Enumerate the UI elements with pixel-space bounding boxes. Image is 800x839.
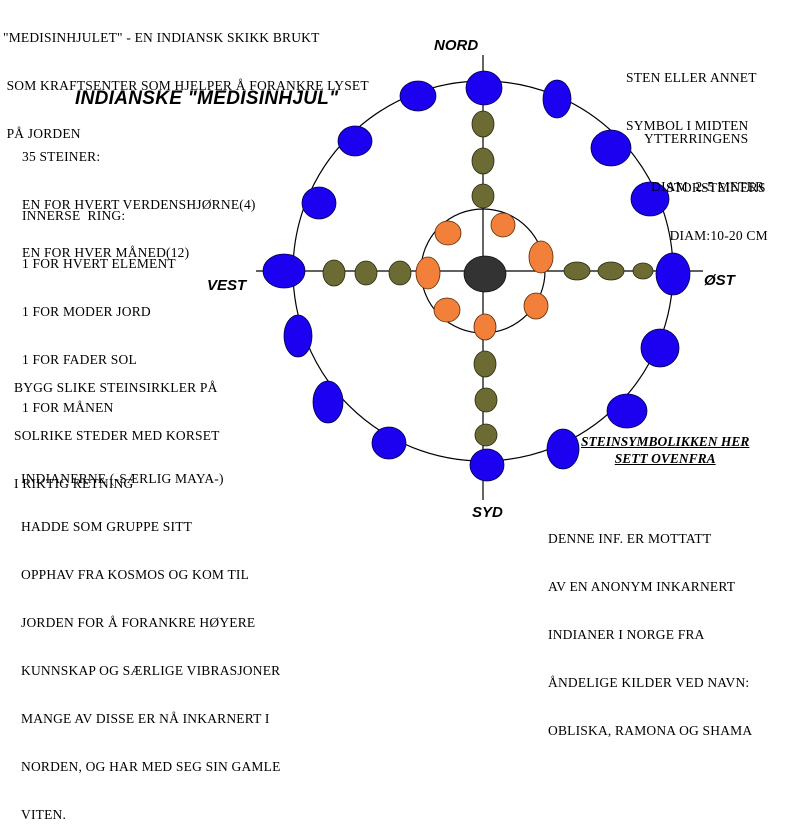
center-stone-info: STEN ELLER ANNET SYMBOL I MIDTEN xyxy=(626,38,757,150)
inner-ring-info-line: 1 FOR HVERT ELEMENT xyxy=(22,256,176,271)
spoke-stone xyxy=(354,260,378,286)
stones-count-info: 35 STEINER: EN FOR HVERT VERDENSHJØRNE(4… xyxy=(22,117,256,277)
spoke-stone xyxy=(632,262,654,280)
spoke-stone xyxy=(388,260,412,286)
outer-ring-stones xyxy=(262,70,691,482)
indians-info-line: NORDEN, OG HAR MED SEG SIN GAMLE xyxy=(21,759,281,774)
outer-stone xyxy=(399,80,437,112)
outer-stone xyxy=(371,426,407,460)
inner-stone xyxy=(433,297,461,323)
outer-stone xyxy=(590,129,632,167)
inner-stone xyxy=(523,292,549,320)
center-stone xyxy=(463,255,507,293)
inner-ring-info: INNERSE RING: 1 FOR HVERT ELEMENT 1 FOR … xyxy=(22,176,176,432)
spoke-stone xyxy=(597,261,625,281)
outer-ring-diameter-info: YTTERRINGENS DIAM: 2-5 METER xyxy=(644,99,764,211)
inner-ring-info-line: 1 FOR MODER JORD xyxy=(22,304,151,319)
header-line: PÅ JORDEN xyxy=(3,126,81,141)
stones-info-line: EN FOR HVER MÅNED(12) xyxy=(22,245,190,260)
inner-stone xyxy=(415,256,441,290)
build-info-line: BYGG SLIKE STEINSIRKLER PÅ xyxy=(14,380,218,395)
page-title: INDIANSKE "MEDISINHJUL" xyxy=(75,88,339,109)
spoke-stone xyxy=(471,147,495,175)
medicine-wheel-diagram xyxy=(256,55,703,500)
indians-info-line: HADDE SOM GRUPPE SITT xyxy=(21,519,193,534)
outer-stone-east xyxy=(655,252,691,296)
stone-diameter-info: STORSTEINERS DIAM:10-20 CM xyxy=(666,148,768,260)
symbolism-note: STEINSYMBOLIKKEN HER SETT OVENFRA xyxy=(581,433,749,467)
stone-diam-line: STORSTEINERS xyxy=(666,180,766,195)
outer-stone-south xyxy=(469,448,505,482)
build-instructions: BYGG SLIKE STEINSIRKLER PÅ SOLRIKE STEDE… xyxy=(14,348,220,508)
spoke-stone xyxy=(471,183,495,209)
spoke-stone xyxy=(471,110,495,138)
center-info-line: SYMBOL I MIDTEN xyxy=(626,118,749,133)
header-line: SOM KRAFTSENTER SOM HJELPER Å FORANKRE L… xyxy=(3,78,369,93)
symbolism-note-line: SETT OVENFRA xyxy=(614,451,716,466)
outer-stone xyxy=(283,314,313,358)
stone-diam-line: DIAM:10-20 CM xyxy=(666,228,768,243)
build-info-line: I RIKTIG RETNING xyxy=(14,476,134,491)
source-info-line: DENNE INF. ER MOTTATT xyxy=(548,531,712,546)
direction-west-label: VEST xyxy=(207,277,247,294)
spoke-stone xyxy=(473,350,497,378)
outer-diam-line: YTTERRINGENS xyxy=(644,131,749,146)
header-line: "MEDISINHJULET" - EN INDIANSK SKIKK BRUK… xyxy=(3,30,320,45)
inner-ring-info-line: 1 FOR FADER SOL xyxy=(22,352,137,367)
indians-info-line: OPPHAV FRA KOSMOS OG KOM TIL xyxy=(21,567,250,582)
indians-info-line: INDIANERNE (-SÆRLIG MAYA-) xyxy=(21,471,224,486)
inner-stone xyxy=(473,313,497,341)
spoke-stone xyxy=(474,387,498,413)
inner-ring-info-line: INNERSE RING: xyxy=(22,208,126,223)
inner-stone xyxy=(434,220,462,246)
stones-info-line: EN FOR HVERT VERDENSHJØRNE(4) xyxy=(22,197,256,212)
inner-stone xyxy=(528,240,554,274)
outer-stone xyxy=(630,181,670,217)
outer-stone xyxy=(546,428,580,470)
direction-east-label: ØST xyxy=(704,272,735,289)
source-info-line: INDIANER I NORGE FRA xyxy=(548,627,705,642)
inner-ring-stones xyxy=(415,212,554,341)
spoke-stones xyxy=(322,110,654,447)
indians-origin-info: INDIANERNE (-SÆRLIG MAYA-) HADDE SOM GRU… xyxy=(21,439,281,839)
source-info-line: OBLISKA, RAMONA OG SHAMA xyxy=(548,723,753,738)
indians-info-line: VITEN. xyxy=(21,807,67,822)
header-text: "MEDISINHJULET" - EN INDIANSK SKIKK BRUK… xyxy=(3,0,369,158)
outer-stone xyxy=(640,328,680,368)
center-info-line: STEN ELLER ANNET xyxy=(626,70,757,85)
stones-info-line: 35 STEINER: xyxy=(22,149,101,164)
symbolism-note-line: STEINSYMBOLIKKEN HER xyxy=(581,434,750,449)
direction-north-label: NORD xyxy=(434,37,479,54)
outer-stone xyxy=(312,380,344,424)
outer-stone xyxy=(606,393,648,429)
spoke-stone xyxy=(322,259,346,287)
spoke-stone xyxy=(563,261,591,281)
outer-stone xyxy=(301,186,337,220)
outer-diam-line: DIAM: 2-5 METER xyxy=(644,179,765,194)
source-info-line: ÅNDELIGE KILDER VED NAVN: xyxy=(548,675,750,690)
outer-stone xyxy=(542,79,572,119)
spoke-stone xyxy=(474,423,498,447)
outer-stone-west xyxy=(262,253,306,289)
inner-ring-info-line: 1 FOR MÅNEN xyxy=(22,400,114,415)
outer-stone-north xyxy=(465,70,503,106)
indians-info-line: KUNNSKAP OG SÆRLIGE VIBRASJONER xyxy=(21,663,281,678)
inner-stone xyxy=(490,212,516,238)
outer-stone xyxy=(337,125,373,157)
indians-info-line: MANGE AV DISSE ER NÅ INKARNERT I xyxy=(21,711,270,726)
build-info-line: SOLRIKE STEDER MED KORSET xyxy=(14,428,220,443)
source-info: DENNE INF. ER MOTTATT AV EN ANONYM INKAR… xyxy=(548,499,752,755)
indians-info-line: JORDEN FOR Å FORANKRE HØYERE xyxy=(21,615,256,630)
source-info-line: AV EN ANONYM INKARNERT xyxy=(548,579,736,594)
direction-south-label: SYD xyxy=(472,504,503,521)
